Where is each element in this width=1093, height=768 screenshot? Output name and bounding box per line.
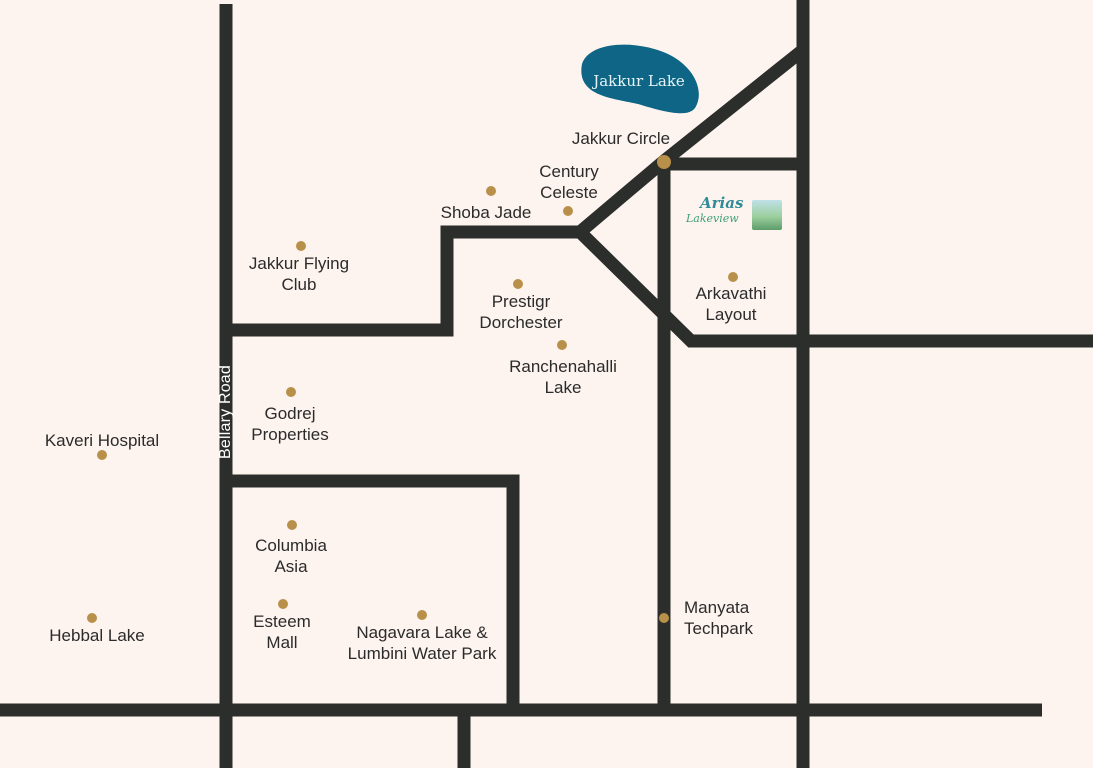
marker-hebbal-lake: [87, 613, 97, 623]
jakkur-circle-marker: [657, 155, 671, 169]
place-label-ranchenahalli-lake: Ranchenahalli Lake: [509, 357, 617, 397]
marker-century-celeste: [563, 206, 573, 216]
place-label-esteem-mall: Esteem Mall: [253, 612, 311, 652]
place-label-jakkur-circle: Jakkur Circle: [571, 129, 671, 148]
place-label-nagavara-lake: Nagavara Lake & Lumbini Water Park: [347, 623, 497, 663]
marker-ranchenahalli-lake: [557, 340, 567, 350]
lake-label-jakkur: Jakkur Lake: [593, 72, 685, 90]
place-label-hebbal-lake: Hebbal Lake: [49, 626, 145, 645]
logo-line1: Arias: [700, 194, 744, 212]
road-nagavara: [226, 474, 520, 710]
place-label-century-celeste: Century Celeste: [539, 162, 599, 202]
marker-esteem-mall: [278, 599, 288, 609]
marker-kaveri-hospital: [97, 450, 107, 460]
road-label-bellary: Bellary Road: [217, 364, 234, 460]
marker-shoba-jade: [486, 186, 496, 196]
place-label-prestigr-dorchester: Prestigr Dorchester: [479, 292, 563, 332]
project-logo-icon: Arias Lakeview: [682, 196, 786, 238]
road-flying-club: [226, 225, 580, 337]
marker-columbia-asia: [287, 520, 297, 530]
marker-arkavathi-layout: [728, 272, 738, 282]
marker-manyata-techpark: [659, 613, 669, 623]
jakkur-lake-shape: [581, 44, 699, 114]
place-label-kaveri-hospital: Kaveri Hospital: [44, 431, 160, 450]
marker-godrej-properties: [286, 387, 296, 397]
logo-badge-icon: [752, 200, 782, 230]
road-arkavathi: [575, 227, 1093, 348]
place-label-shoba-jade: Shoba Jade: [440, 203, 532, 222]
place-label-jakkur-flying-club: Jakkur Flying Club: [248, 254, 350, 294]
marker-jakkur-flying-club: [296, 241, 306, 251]
logo-line2: Lakeview: [686, 212, 739, 225]
place-label-columbia-asia: Columbia Asia: [255, 536, 327, 576]
place-label-godrej-properties: Godrej Properties: [251, 404, 329, 444]
place-markers: [87, 186, 738, 623]
marker-nagavara-lake: [417, 610, 427, 620]
marker-prestigr-dorchester: [513, 279, 523, 289]
place-label-arkavathi-layout: Arkavathi Layout: [695, 284, 767, 324]
place-label-manyata-techpark: Manyata Techpark: [684, 598, 753, 638]
